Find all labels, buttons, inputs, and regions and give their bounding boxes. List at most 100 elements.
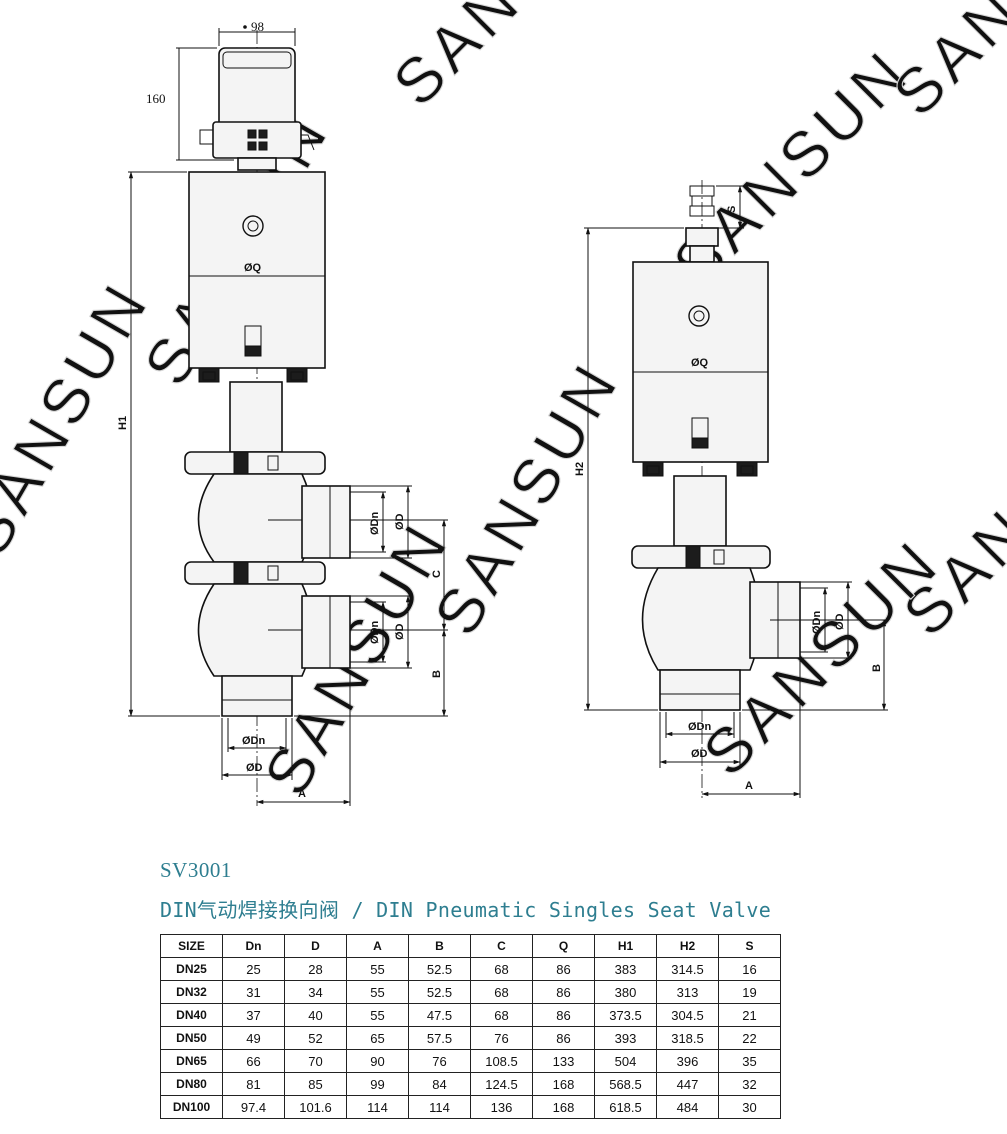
table-cell: 380	[594, 980, 657, 1004]
table-cell: 65	[346, 1026, 409, 1050]
table-cell: 313	[656, 980, 719, 1004]
table-cell: 55	[346, 1003, 409, 1027]
table-cell: 86	[532, 1026, 595, 1050]
table-cell: 76	[408, 1049, 471, 1073]
table-cell: 21	[718, 1003, 781, 1027]
left-dim-h1: H1	[117, 416, 129, 430]
watermark-text: SANSUN	[0, 269, 163, 567]
table-cell: 86	[532, 980, 595, 1004]
table-cell: 66	[222, 1049, 285, 1073]
table-cell: 68	[470, 1003, 533, 1027]
size-cell: DN25	[160, 957, 223, 981]
column-header: Q	[532, 934, 595, 958]
right-dim-d-port: ØD	[834, 613, 846, 630]
table-cell: 136	[470, 1095, 533, 1119]
table-cell: 52.5	[408, 980, 471, 1004]
size-cell: DN50	[160, 1026, 223, 1050]
table-cell: 31	[222, 980, 285, 1004]
dim-actuator-height: 160	[146, 91, 166, 106]
left-dim-dn-upper: ØDn	[369, 512, 381, 536]
size-cell: DN100	[160, 1095, 223, 1119]
product-title: DIN气动焊接换向阀 / DIN Pneumatic Singles Seat …	[160, 898, 772, 922]
table-cell: 114	[408, 1095, 471, 1119]
table-cell: 373.5	[594, 1003, 657, 1027]
table-cell: 49	[222, 1026, 285, 1050]
column-header: C	[470, 934, 533, 958]
table-cell: 318.5	[656, 1026, 719, 1050]
table-cell: 37	[222, 1003, 285, 1027]
right-dim-s: S	[726, 206, 738, 213]
table-cell: 168	[532, 1072, 595, 1096]
right-dim-h2: H2	[574, 462, 586, 476]
table-cell: 108.5	[470, 1049, 533, 1073]
left-dim-d-upper: ØD	[394, 513, 406, 530]
left-dim-d-lower: ØD	[394, 623, 406, 640]
size-cell: DN65	[160, 1049, 223, 1073]
table-cell: 28	[284, 957, 347, 981]
table-cell: 484	[656, 1095, 719, 1119]
column-header: H2	[656, 934, 719, 958]
table-cell: 40	[284, 1003, 347, 1027]
table-cell: 55	[346, 957, 409, 981]
valve-drawing: SANSUN SANSUN SANSUN SANSUN SANSUN SANSU…	[0, 0, 1007, 808]
size-cell: DN32	[160, 980, 223, 1004]
table-cell: 86	[532, 1003, 595, 1027]
right-dim-dn-port: ØDn	[811, 611, 823, 635]
column-header: D	[284, 934, 347, 958]
table-cell: 101.6	[284, 1095, 347, 1119]
table-cell: 90	[346, 1049, 409, 1073]
column-header: H1	[594, 934, 657, 958]
table-cell: 22	[718, 1026, 781, 1050]
watermark-text: SANSUN	[379, 0, 644, 120]
size-cell: DN40	[160, 1003, 223, 1027]
table-cell: 618.5	[594, 1095, 657, 1119]
table-cell: 70	[284, 1049, 347, 1073]
column-header: Dn	[222, 934, 285, 958]
table-cell: 57.5	[408, 1026, 471, 1050]
column-header: A	[346, 934, 409, 958]
right-valve-view: S ØQ ØDn ØD	[574, 180, 888, 798]
table-cell: 35	[718, 1049, 781, 1073]
table-header-row: SIZE Dn D A B C Q H1 H2 S	[160, 934, 781, 958]
left-dim-c: C	[431, 570, 443, 578]
table-cell: 52.5	[408, 957, 471, 981]
size-cell: DN80	[160, 1072, 223, 1096]
table-cell: 396	[656, 1049, 719, 1073]
table-cell: 52	[284, 1026, 347, 1050]
table-cell: 76	[470, 1026, 533, 1050]
dim-top-width: 98	[251, 19, 264, 34]
watermark-text: SANSUN	[420, 349, 634, 647]
left-dim-dn-lower: ØDn	[369, 621, 381, 645]
table-cell: 81	[222, 1072, 285, 1096]
table-cell: 114	[346, 1095, 409, 1119]
column-header: S	[718, 934, 781, 958]
table-cell: 393	[594, 1026, 657, 1050]
column-header: SIZE	[160, 934, 223, 958]
table-cell: 568.5	[594, 1072, 657, 1096]
table-cell: 25	[222, 957, 285, 981]
model-code: SV3001	[160, 858, 232, 882]
table-cell: 133	[532, 1049, 595, 1073]
table-cell: 314.5	[656, 957, 719, 981]
table-cell: 85	[284, 1072, 347, 1096]
table-cell: 168	[532, 1095, 595, 1119]
table-cell: 97.4	[222, 1095, 285, 1119]
column-header: B	[408, 934, 471, 958]
right-dim-a: A	[745, 780, 753, 792]
table-cell: 304.5	[656, 1003, 719, 1027]
table-cell: 84	[408, 1072, 471, 1096]
right-dim-d-bottom: ØD	[691, 748, 708, 760]
table-cell: 68	[470, 980, 533, 1004]
table-cell: 34	[284, 980, 347, 1004]
table-cell: 30	[718, 1095, 781, 1119]
table-cell: 55	[346, 980, 409, 1004]
table-cell: 447	[656, 1072, 719, 1096]
